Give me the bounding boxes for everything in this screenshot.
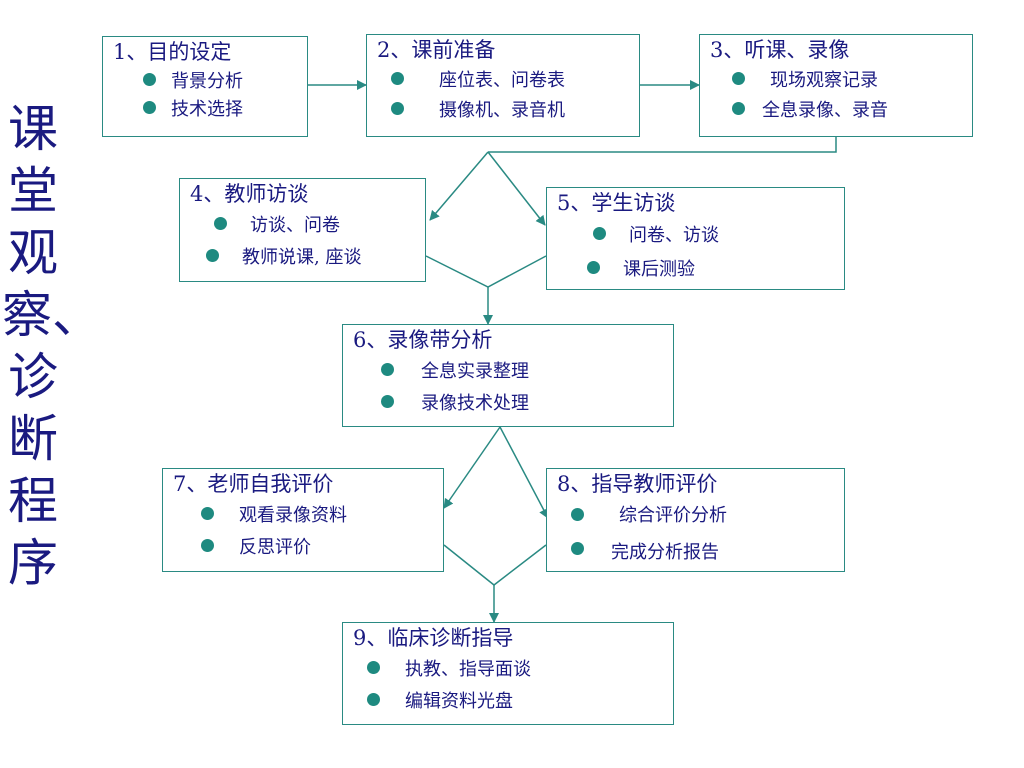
- arrow-to-7: [443, 426, 501, 509]
- list-item: 观看录像资料: [163, 497, 443, 529]
- bullet-icon: [593, 227, 606, 240]
- list-item: 问卷、访谈: [547, 216, 844, 250]
- step-title: 6、录像带分析: [353, 328, 493, 352]
- step-title: 1、目的设定: [113, 40, 232, 64]
- step-title: 8、指导教师评价: [557, 472, 718, 496]
- list-item: 技术选择: [103, 93, 307, 121]
- list-item: 座位表、问卷表: [367, 63, 639, 93]
- step-title: 9、临床诊断指导: [353, 626, 514, 650]
- arrow-to-5: [487, 151, 546, 226]
- bullet-icon: [587, 261, 600, 274]
- step-title: 2、课前准备: [377, 38, 496, 62]
- bullet-icon: [571, 508, 584, 521]
- list-item: 现场观察记录: [700, 63, 972, 93]
- step-title: 5、学生访谈: [557, 191, 676, 215]
- bullet-icon: [201, 539, 214, 552]
- bullet-icon: [206, 249, 219, 262]
- list-item: 课后测验: [547, 250, 844, 284]
- bullet-icon: [367, 661, 380, 674]
- list-item: 综合评价分析: [547, 497, 844, 531]
- step-1-box: 1、目的设定 背景分析 技术选择: [102, 36, 308, 137]
- list-item: 反思评价: [163, 529, 443, 561]
- bullet-icon: [367, 693, 380, 706]
- bullet-icon: [732, 72, 745, 85]
- connector-7-8-merge: [443, 544, 547, 586]
- bullet-icon: [214, 217, 227, 230]
- list-item: 编辑资料光盘: [343, 683, 673, 715]
- bullet-icon: [571, 542, 584, 555]
- step-title: 7、老师自我评价: [173, 472, 334, 496]
- arrow-to-4: [429, 151, 489, 221]
- step-6-box: 6、录像带分析 全息实录整理 录像技术处理: [342, 324, 674, 427]
- step-2-box: 2、课前准备 座位表、问卷表 摄像机、录音机: [366, 34, 640, 137]
- bullet-icon: [381, 395, 394, 408]
- connector-3-down: [488, 137, 837, 153]
- bullet-icon: [143, 101, 156, 114]
- list-item: 教师说课, 座谈: [180, 239, 425, 271]
- list-item: 录像技术处理: [343, 385, 673, 417]
- list-item: 全息录像、录音: [700, 93, 972, 123]
- list-item: 访谈、问卷: [180, 207, 425, 239]
- step-9-box: 9、临床诊断指导 执教、指导面谈 编辑资料光盘: [342, 622, 674, 725]
- bullet-icon: [732, 102, 745, 115]
- bullet-icon: [143, 73, 156, 86]
- step-8-box: 8、指导教师评价 综合评价分析 完成分析报告: [546, 468, 845, 572]
- step-7-box: 7、老师自我评价 观看录像资料 反思评价: [162, 468, 444, 572]
- arrow-to-8: [499, 426, 549, 519]
- bullet-icon: [201, 507, 214, 520]
- connector-4-5-merge: [425, 255, 547, 288]
- list-item: 全息实录整理: [343, 353, 673, 385]
- list-item: 背景分析: [103, 65, 307, 93]
- bullet-icon: [391, 102, 404, 115]
- step-title: 3、听课、录像: [710, 38, 850, 62]
- list-item: 完成分析报告: [547, 531, 844, 565]
- bullet-icon: [391, 72, 404, 85]
- step-4-box: 4、教师访谈 访谈、问卷 教师说课, 座谈: [179, 178, 426, 282]
- step-3-box: 3、听课、录像 现场观察记录 全息录像、录音: [699, 34, 973, 137]
- step-5-box: 5、学生访谈 问卷、访谈 课后测验: [546, 187, 845, 290]
- bullet-icon: [381, 363, 394, 376]
- list-item: 执教、指导面谈: [343, 651, 673, 683]
- step-title: 4、教师访谈: [190, 182, 309, 206]
- list-item: 摄像机、录音机: [367, 93, 639, 123]
